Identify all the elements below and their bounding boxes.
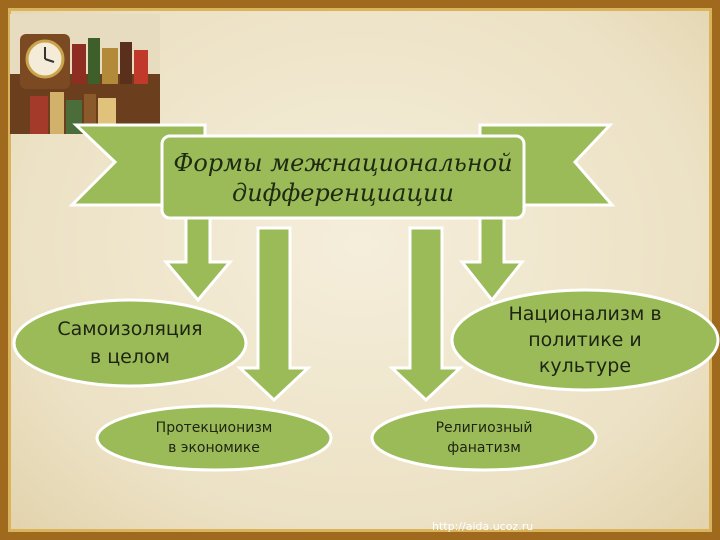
node-self-isolation-line-2: в целом: [90, 346, 170, 368]
node-self-isolation-line-1: Самоизоляция: [57, 318, 203, 340]
node-protectionism-shape: [95, 404, 333, 472]
arrow-to-protectionism: [236, 226, 312, 403]
node-self-isolation-shape: [12, 298, 248, 388]
node-nationalism-line-3: культуре: [538, 355, 632, 377]
title-banner: [160, 134, 526, 220]
node-protectionism-line-2: в экономике: [168, 440, 260, 456]
node-religious-line-2: фанатизм: [447, 440, 521, 456]
node-protectionism: Протекционизм в экономике: [97, 406, 331, 470]
clock-books-illustration: [10, 14, 160, 134]
diagram-title: Формы межнациональной дифференциации: [160, 135, 526, 220]
node-self-isolation: Самоизоляция в целом: [14, 300, 246, 386]
node-nationalism-line-2: политике и: [528, 329, 642, 351]
arrow-to-religious: [388, 226, 464, 403]
node-religious: Религиозный фанатизм: [372, 406, 596, 470]
node-nationalism-shape: [450, 288, 720, 392]
node-religious-shape: [370, 404, 598, 472]
footer-url: http://aida.ucoz.ru: [432, 520, 534, 533]
node-nationalism-line-1: Национализм в: [508, 303, 662, 325]
node-protectionism-line-1: Протекционизм: [155, 420, 273, 436]
node-religious-line-1: Религиозный: [435, 420, 533, 436]
title-line-1: Формы межнациональной: [173, 148, 513, 177]
node-nationalism: Национализм в политике и культуре: [452, 290, 718, 390]
title-line-2: дифференциации: [231, 178, 454, 207]
